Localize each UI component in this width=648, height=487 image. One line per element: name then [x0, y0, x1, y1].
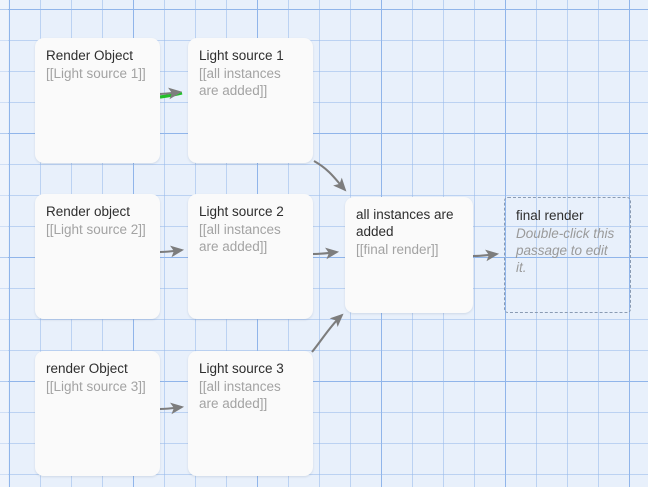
- passage-title: Render object: [46, 204, 131, 219]
- passage-title: final render: [516, 208, 584, 223]
- passage-render-object-3[interactable]: render Object [[Light source 3]]: [35, 351, 160, 476]
- link-render-object-2-to-light-source-2: [159, 245, 185, 258]
- passage-light-source-2[interactable]: Light source 2 [[all instances are added…: [188, 194, 313, 319]
- link-light-source-1-to-all-instances: [313, 160, 347, 192]
- passage-render-object-2[interactable]: Render object [[Light source 2]]: [35, 194, 160, 319]
- passage-excerpt: [[all instances are added]]: [199, 66, 281, 98]
- passage-render-object-1[interactable]: Render Object [[Light source 1]]: [35, 38, 160, 163]
- passage-all-instances-are-added[interactable]: all instances are added [[final render]]: [345, 197, 473, 313]
- passage-light-source-3[interactable]: Light source 3 [[all instances are added…: [188, 351, 313, 476]
- link-light-source-3-to-all-instances: [311, 313, 344, 353]
- passage-final-render[interactable]: final render Double-click this passage t…: [504, 197, 631, 313]
- passage-light-source-1[interactable]: Light source 1 [[all instances are added…: [188, 38, 313, 163]
- link-render-object-1-to-light-source-1: [157, 87, 183, 100]
- passage-excerpt: [[Light source 1]]: [46, 66, 146, 81]
- canvas-left-gutter: [0, 0, 8, 487]
- passage-empty-placeholder: Double-click this passage to edit it.: [516, 226, 615, 275]
- passage-title: render Object: [46, 361, 128, 376]
- passage-excerpt: [[final render]]: [356, 242, 439, 257]
- passage-title: Light source 1: [199, 48, 284, 63]
- passage-excerpt: [[Light source 2]]: [46, 222, 146, 237]
- link-all-instances-to-final-render: [472, 249, 500, 262]
- passage-title: Light source 2: [199, 204, 284, 219]
- passage-excerpt: [[all instances are added]]: [199, 379, 281, 411]
- passage-excerpt: [[Light source 3]]: [46, 379, 146, 394]
- passage-title: Render Object: [46, 48, 134, 63]
- link-render-object-3-to-light-source-3: [159, 402, 185, 415]
- passage-title: Light source 3: [199, 361, 284, 376]
- link-light-source-2-to-all-instances: [312, 247, 340, 260]
- passage-excerpt: [[all instances are added]]: [199, 222, 281, 254]
- passage-title: all instances are added: [356, 207, 454, 239]
